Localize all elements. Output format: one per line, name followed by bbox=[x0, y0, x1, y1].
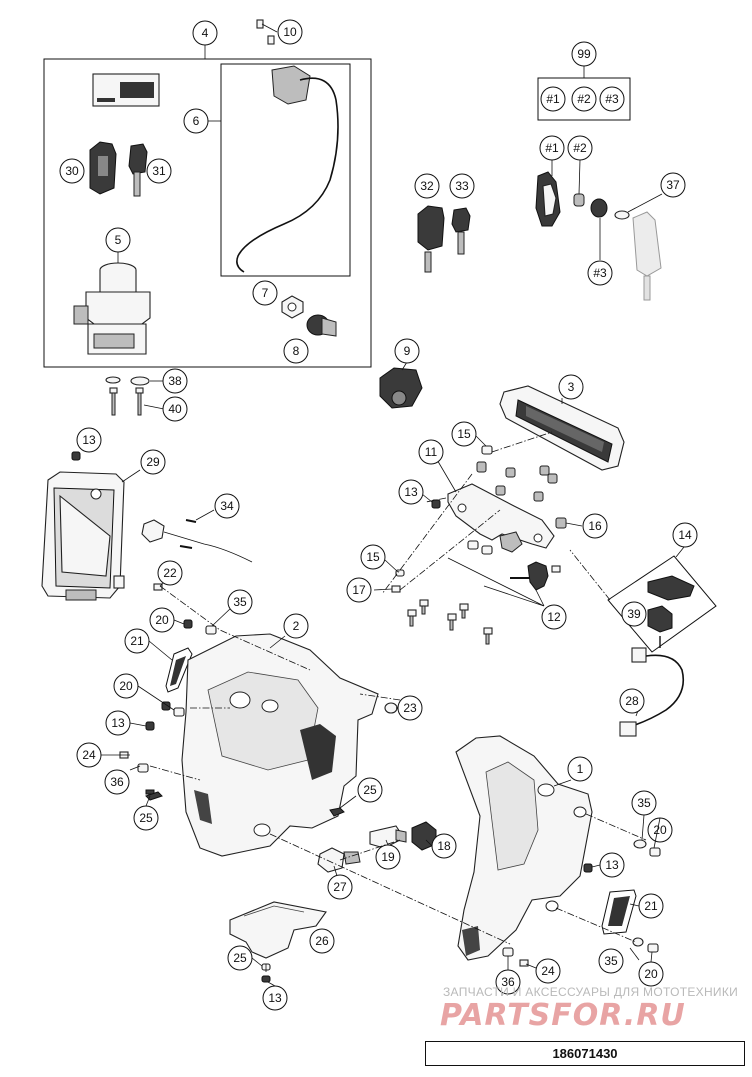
display-bracket bbox=[435, 457, 555, 553]
watermark-brand-logo: PARTSFOR.RU bbox=[440, 998, 686, 1033]
callout-23: 23 bbox=[403, 701, 417, 715]
watermark-caption: ЗАПЧАСТИ И АКСЕССУАРЫ ДЛЯ МОТОТЕХНИКИ bbox=[443, 985, 739, 999]
usb-socket-kit bbox=[607, 546, 717, 737]
callout-33: 33 bbox=[455, 179, 469, 193]
callout-22: 22 bbox=[163, 566, 177, 580]
bracket-fasteners bbox=[407, 540, 561, 645]
callout-28: 28 bbox=[625, 694, 639, 708]
barcode-label bbox=[92, 73, 160, 107]
callout-3: 3 bbox=[568, 380, 575, 394]
callout-7: 7 bbox=[262, 286, 269, 300]
callout-1: 1 bbox=[577, 762, 584, 776]
callout-21-right: 21 bbox=[644, 899, 658, 913]
callout-35-right: 35 bbox=[604, 954, 618, 968]
relay-connector bbox=[141, 509, 253, 563]
callout-40: 40 bbox=[168, 402, 182, 416]
callout-32: 32 bbox=[420, 179, 434, 193]
callout-25-frame: 25 bbox=[363, 783, 377, 797]
callout-20-right: 20 bbox=[644, 967, 658, 981]
callout-29: 29 bbox=[146, 455, 160, 469]
callout-8: 8 bbox=[293, 344, 300, 358]
assembly-lines bbox=[149, 431, 647, 945]
callout-5: 5 bbox=[115, 233, 122, 247]
callout-9: 9 bbox=[404, 344, 411, 358]
replacement-keys bbox=[417, 205, 471, 273]
switch-button bbox=[379, 361, 423, 409]
dashboard-display bbox=[499, 385, 625, 471]
right-fasteners bbox=[502, 839, 661, 967]
rubber-grommets bbox=[476, 461, 583, 529]
ignition-switch-parts bbox=[317, 821, 437, 877]
kit-item-2: #2 bbox=[577, 92, 591, 106]
lock-bolt bbox=[306, 314, 337, 337]
callout-13-bottom: 13 bbox=[268, 991, 282, 1005]
key-fob bbox=[89, 141, 117, 195]
callout-21-left: 21 bbox=[130, 634, 144, 648]
kit-item-3: #3 bbox=[605, 92, 619, 106]
callout-20-right-top: 20 bbox=[653, 823, 667, 837]
callout-13-right: 13 bbox=[605, 858, 619, 872]
callout-31: 31 bbox=[152, 164, 166, 178]
ignition-lock bbox=[73, 251, 151, 355]
bottom-cover-plate bbox=[229, 901, 327, 983]
bottom-leaders bbox=[101, 619, 661, 987]
kit-item-1: #1 bbox=[546, 92, 560, 106]
part-key-2: #2 bbox=[573, 141, 587, 155]
callout-24-right: 24 bbox=[541, 964, 555, 978]
callout-16: 16 bbox=[588, 519, 602, 533]
callout-35-left: 35 bbox=[233, 595, 247, 609]
callout-20-left-top: 20 bbox=[155, 613, 169, 627]
left-frame-housing bbox=[181, 633, 379, 857]
ignition-lock-kit-box bbox=[43, 45, 372, 368]
callout-13-top: 13 bbox=[82, 433, 96, 447]
callout-15-top: 15 bbox=[457, 427, 471, 441]
callout-2: 2 bbox=[293, 619, 300, 633]
callout-18: 18 bbox=[437, 839, 451, 853]
diagram-number-box: 186071430 bbox=[425, 1041, 745, 1066]
callout-13-bracket: 13 bbox=[404, 485, 418, 499]
lock-nut bbox=[281, 295, 304, 319]
callout-36-right: 36 bbox=[501, 975, 515, 989]
callout-37: 37 bbox=[666, 178, 680, 192]
callout-27: 27 bbox=[333, 880, 347, 894]
callout-35-right-top: 35 bbox=[637, 796, 651, 810]
callout-24-left: 24 bbox=[82, 748, 96, 762]
rubber-pad-left bbox=[165, 647, 193, 693]
right-frame-housing bbox=[455, 735, 593, 961]
key-housing-parts bbox=[535, 159, 663, 301]
callout-26: 26 bbox=[315, 934, 329, 948]
spare-key bbox=[128, 143, 148, 197]
washers-and-bolts bbox=[105, 376, 165, 416]
callout-6: 6 bbox=[193, 114, 200, 128]
callout-39: 39 bbox=[627, 607, 641, 621]
lock-cable bbox=[236, 65, 339, 273]
screws-10 bbox=[256, 19, 278, 45]
callout-20-left: 20 bbox=[119, 679, 133, 693]
callout-34: 34 bbox=[220, 499, 234, 513]
callout-12: 12 bbox=[547, 610, 561, 624]
callout-labels: 4 10 6 30 31 5 7 8 38 40 99 #1 #2 #3 #1 … bbox=[59, 19, 698, 1011]
callout-25-bottom: 25 bbox=[233, 951, 247, 965]
callout-25-left: 25 bbox=[139, 811, 153, 825]
part-key-1: #1 bbox=[545, 141, 559, 155]
key-kit-99 bbox=[537, 66, 631, 121]
callout-38: 38 bbox=[168, 374, 182, 388]
callout-13-left: 13 bbox=[111, 716, 125, 730]
callout-14: 14 bbox=[678, 528, 692, 542]
callout-30: 30 bbox=[65, 164, 79, 178]
callout-17: 17 bbox=[352, 583, 366, 597]
callout-11: 11 bbox=[425, 445, 438, 459]
callout-10: 10 bbox=[283, 25, 297, 39]
callout-4: 4 bbox=[202, 26, 209, 40]
callout-99: 99 bbox=[577, 47, 591, 61]
callout-19: 19 bbox=[381, 850, 395, 864]
control-unit bbox=[41, 451, 141, 601]
callout-15-lower: 15 bbox=[366, 550, 380, 564]
part-key-3: #3 bbox=[593, 266, 607, 280]
callout-36-left: 36 bbox=[110, 775, 124, 789]
